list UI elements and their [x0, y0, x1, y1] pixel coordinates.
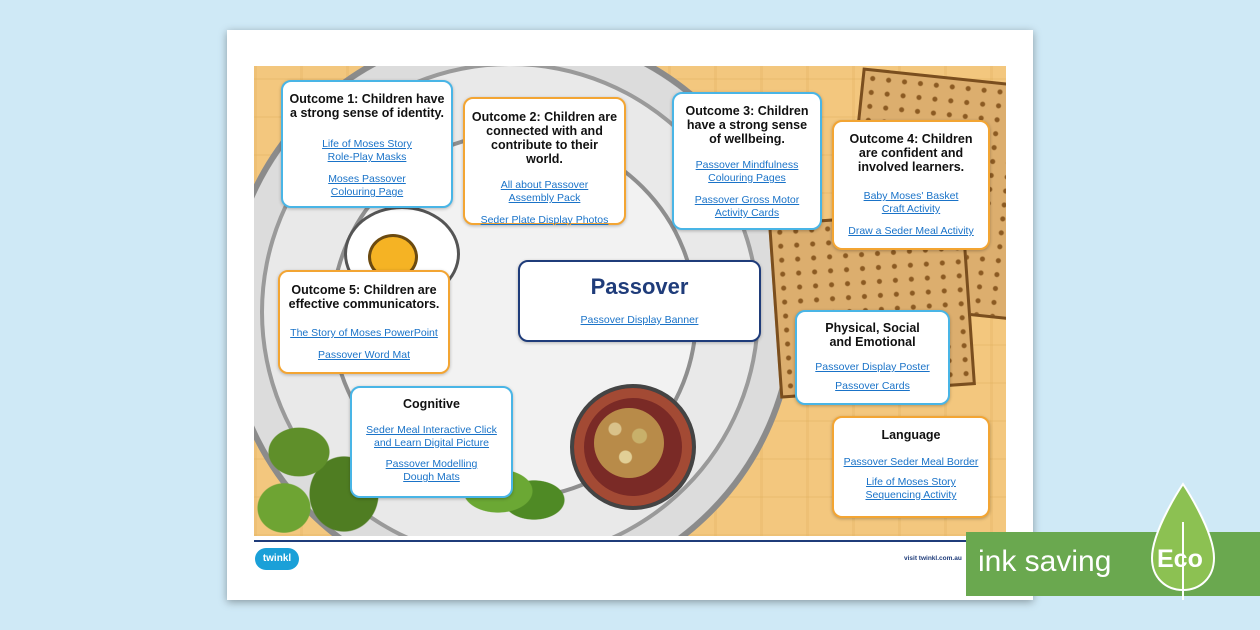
cognitive-card: Cognitive Seder Meal Interactive Click a…: [350, 386, 513, 498]
resource-link[interactable]: Passover Word Mat: [317, 349, 410, 361]
charoset-illustration: [594, 408, 664, 478]
footer-divider: [254, 540, 1006, 542]
card-title: Physical, Social and Emotional: [825, 321, 920, 349]
card-title: Cognitive: [403, 397, 460, 411]
eco-badge-text: ink saving: [978, 545, 1112, 578]
resource-link[interactable]: Passover Mindfulness Colouring Pages: [695, 159, 799, 184]
main-title-card: Passover Passover Display Banner: [518, 260, 761, 342]
outcome-2-card: Outcome 2: Children are connected with a…: [463, 97, 626, 226]
resource-link[interactable]: Moses Passover Colouring Page: [328, 173, 406, 198]
card-title: Outcome 4: Children are confident and in…: [849, 132, 973, 174]
resource-link[interactable]: Baby Moses' Basket Craft Activity: [863, 190, 959, 215]
resource-link[interactable]: Seder Plate Display Photos: [480, 214, 609, 226]
outcome-1-card: Outcome 1: Children have a strong sense …: [281, 80, 453, 208]
resource-link[interactable]: Life of Moses Story Sequencing Activity: [865, 476, 957, 501]
outcome-5-card: Outcome 5: Children are effective commun…: [278, 270, 450, 374]
resource-link[interactable]: The Story of Moses PowerPoint: [290, 327, 438, 339]
footer-url: visit twinkl.com.au: [904, 555, 962, 562]
resource-link[interactable]: Passover Cards: [835, 380, 910, 392]
card-title: Language: [881, 428, 941, 442]
card-title: Outcome 5: Children are effective commun…: [288, 283, 440, 311]
banner-link[interactable]: Passover Display Banner: [580, 314, 699, 326]
resource-link[interactable]: Passover Gross Motor Activity Cards: [694, 194, 800, 219]
resource-link[interactable]: Draw a Seder Meal Activity: [848, 225, 974, 237]
resource-link[interactable]: Passover Modelling Dough Mats: [385, 458, 478, 483]
leaf-icon: [1150, 482, 1216, 600]
outcome-3-card: Outcome 3: Children have a strong sense …: [672, 92, 822, 230]
resource-link[interactable]: Seder Meal Interactive Click and Learn D…: [366, 424, 497, 449]
language-card: Language Passover Seder Meal Border Life…: [832, 416, 990, 518]
twinkl-logo: twinkl: [255, 548, 299, 570]
card-title: Outcome 2: Children are connected with a…: [471, 110, 618, 166]
resource-link[interactable]: Passover Display Poster: [815, 361, 930, 373]
card-title: Outcome 1: Children have a strong sense …: [289, 92, 445, 120]
eco-label: Eco: [1157, 545, 1203, 573]
physical-social-emotional-card: Physical, Social and Emotional Passover …: [795, 310, 950, 405]
page-title: Passover: [590, 274, 689, 299]
outcome-4-card: Outcome 4: Children are confident and in…: [832, 120, 990, 250]
resource-link[interactable]: Passover Seder Meal Border: [843, 456, 979, 468]
resource-link[interactable]: All about Passover Assembly Pack: [500, 179, 589, 204]
card-title: Outcome 3: Children have a strong sense …: [685, 104, 809, 146]
resource-link[interactable]: Life of Moses Story Role-Play Masks: [322, 138, 412, 163]
